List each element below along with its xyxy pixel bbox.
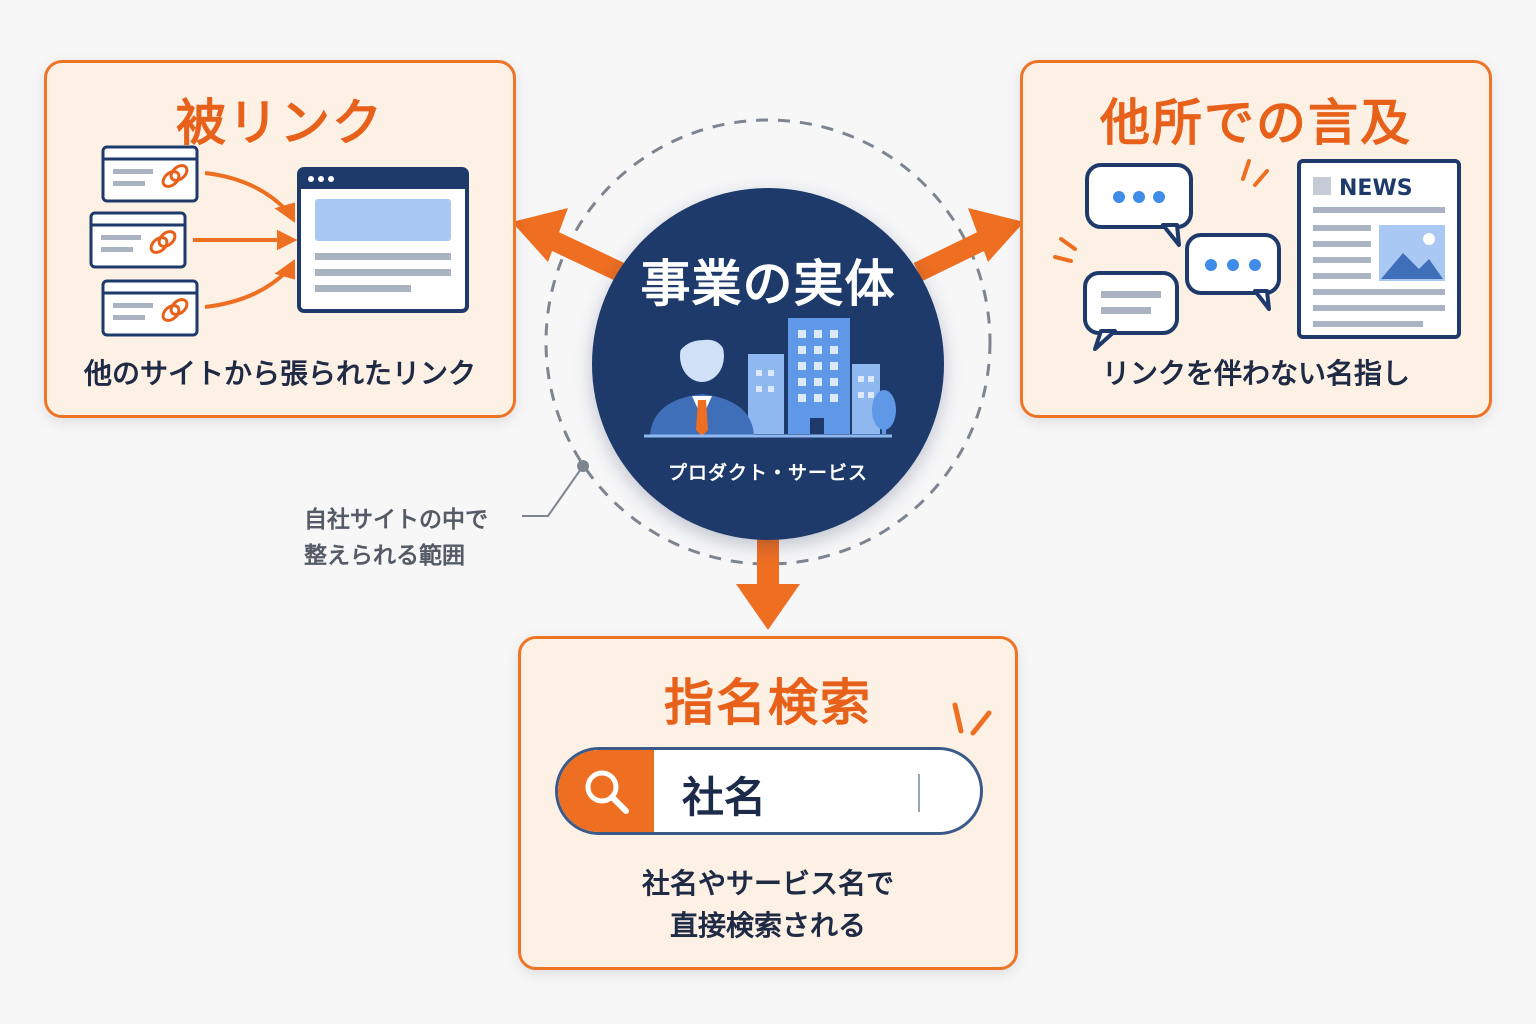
link-icon — [149, 230, 177, 254]
chat-bubble-icon — [1083, 271, 1179, 351]
link-icon — [161, 298, 189, 322]
center-title: 事業の実体 — [640, 255, 896, 313]
backlinks-title: 被リンク — [176, 94, 384, 152]
chat-bubble-icon — [1085, 163, 1193, 247]
emphasis-marks — [952, 702, 992, 736]
arrow-to-backlinks — [512, 208, 625, 282]
emphasis-marks — [1053, 159, 1269, 263]
mentions-card: 他所での言及 NEWS — [1020, 60, 1492, 418]
business-entity-circle: 事業の実体 — [592, 188, 944, 540]
search-caption-line1: 社名やサービス名で — [641, 867, 894, 900]
search-caption-line2: 直接検索される — [669, 909, 866, 942]
browser-window-icon — [297, 167, 469, 313]
person-icon — [650, 325, 754, 436]
search-card: 指名検索 社名 社名やサービス名で 直接検索される — [518, 636, 1018, 970]
scope-note-leader — [522, 465, 584, 517]
building-icon — [748, 318, 896, 434]
search-icon — [585, 770, 629, 814]
scope-dashed-circle — [544, 118, 992, 566]
entity-illustration — [644, 318, 896, 438]
search-input[interactable]: 社名 — [682, 773, 767, 822]
center-subtitle: プロダクト・サービス — [667, 462, 868, 484]
mentions-title: 他所での言及 — [1100, 94, 1412, 152]
mentions-caption: リンクを伴わない名指し — [1101, 357, 1410, 390]
backlinks-card: 被リンク — [44, 60, 516, 418]
link-icon — [161, 164, 189, 188]
search-button[interactable] — [558, 750, 654, 832]
text-cursor — [918, 774, 920, 812]
incoming-arrows — [193, 171, 298, 309]
source-page-3 — [101, 279, 199, 337]
backlinks-caption: 他のサイトから張られたリンク — [83, 357, 476, 390]
news-label: NEWS — [1339, 176, 1413, 201]
mentions-illustration: NEWS — [1053, 159, 1461, 351]
backlinks-illustration — [89, 145, 469, 337]
source-page-1 — [101, 145, 199, 203]
source-page-2 — [89, 211, 187, 269]
chat-bubble-icon — [1185, 233, 1281, 311]
search-caption: 社名やサービス名で 直接検索される — [521, 863, 1015, 947]
scope-note-line2: 整えられる範囲 — [304, 543, 465, 569]
scope-note-line1: 自社サイトの中で — [304, 507, 488, 533]
newspaper-icon: NEWS — [1297, 159, 1461, 339]
search-title: 指名検索 — [664, 674, 872, 732]
scope-note: 自社サイトの中で 整えられる範囲 — [304, 502, 488, 574]
search-box[interactable]: 社名 — [555, 747, 983, 835]
arrow-to-mentions — [913, 208, 1024, 281]
scope-note-dot — [577, 460, 589, 472]
